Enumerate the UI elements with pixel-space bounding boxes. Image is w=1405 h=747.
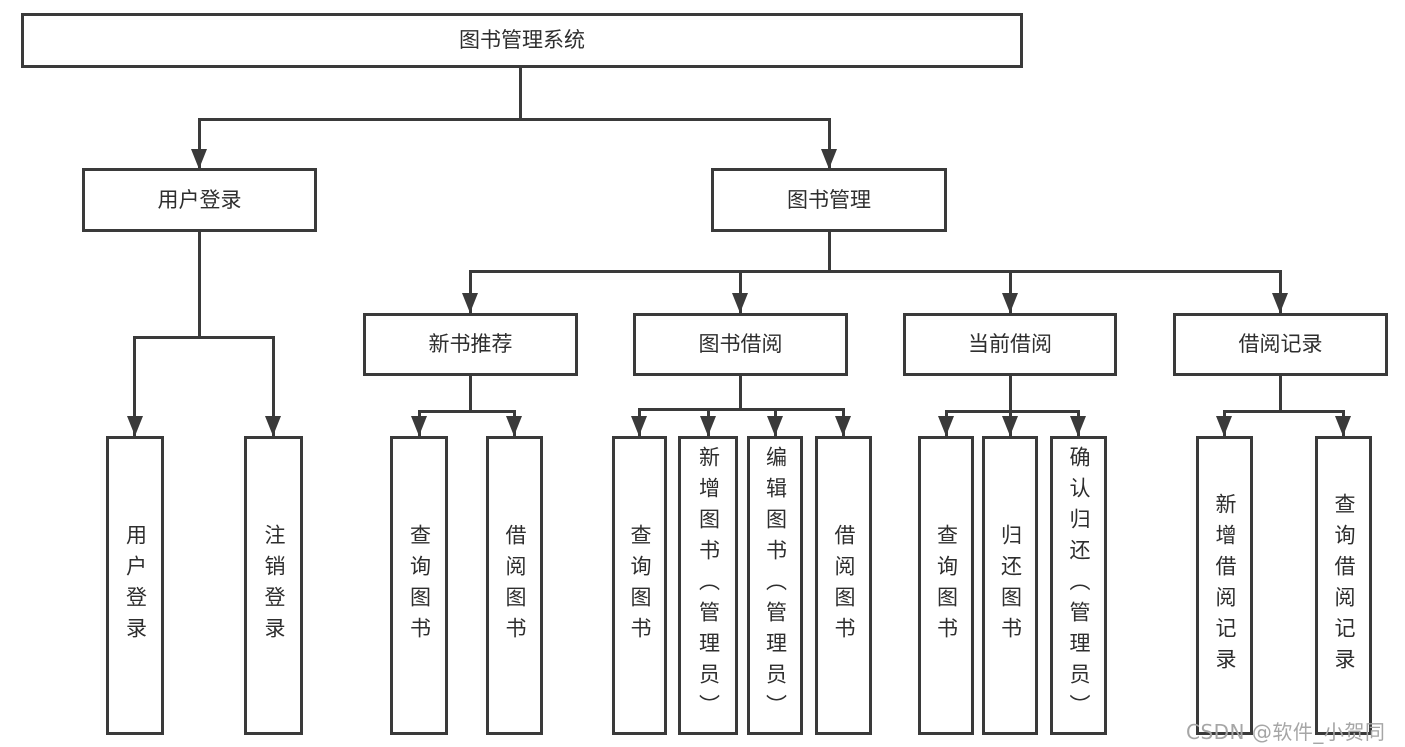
connector-root-stem: [519, 68, 522, 119]
arrowhead-book-borrow: [732, 293, 748, 313]
node-user-login: 用户登录: [82, 168, 317, 232]
connector-borrow-records-split: [1223, 410, 1345, 413]
leaf-return-books-label: 归还图书: [998, 523, 1023, 648]
leaf-query-books-1: 查询图书: [390, 436, 448, 735]
node-current-borrow: 当前借阅: [903, 313, 1117, 376]
leaf-edit-book-admin-label: 编辑图书（管理员）: [763, 446, 788, 725]
leaf-query-borrow-record: 查询借阅记录: [1315, 436, 1372, 735]
node-book-borrow-label: 图书借阅: [698, 332, 783, 356]
leaf-logout-label: 注销登录: [262, 523, 286, 648]
connector-borrow-records-stem: [1279, 376, 1282, 410]
leaf-edit-book-admin: 编辑图书（管理员）: [747, 436, 803, 735]
node-book-borrow: 图书借阅: [633, 313, 848, 376]
arrowhead-add-book: [700, 416, 716, 436]
leaf-query-borrow-record-label: 查询借阅记录: [1332, 492, 1356, 679]
node-user-login-label: 用户登录: [157, 187, 242, 212]
leaf-user-login-label: 用户登录: [123, 523, 148, 648]
leaf-borrow-books-1: 借阅图书: [486, 436, 543, 735]
arrowhead-borrow-books-1: [506, 416, 522, 436]
arrowhead-query-record: [1335, 416, 1351, 436]
connector-current-borrow-stem: [1009, 376, 1012, 410]
node-root-label: 图书管理系统: [459, 28, 585, 52]
leaf-borrow-books-2-label: 借阅图书: [832, 523, 856, 648]
connector-user-login-stem: [198, 232, 201, 336]
node-book-management: 图书管理: [711, 168, 947, 232]
connector-drop-new-book-recommend: [469, 270, 472, 313]
arrowhead-user-login: [191, 149, 207, 169]
arrowhead-new-book-recommend: [462, 293, 478, 313]
leaf-confirm-return-admin-label: 确认归还（管理员）: [1067, 446, 1091, 725]
arrowhead-return-books: [1002, 416, 1018, 436]
connector-drop-book-borrow: [739, 270, 742, 313]
arrowhead-confirm-return: [1070, 416, 1086, 436]
arrowhead-leaf-logout: [265, 416, 281, 436]
connector-root-split: [198, 118, 830, 121]
node-book-management-label: 图书管理: [787, 187, 871, 212]
connector-book-borrow-split: [638, 408, 845, 411]
connector-drop-current-borrow: [1009, 270, 1012, 313]
leaf-query-books-3: 查询图书: [918, 436, 974, 735]
arrowhead-query-books-1: [411, 416, 427, 436]
arrowhead-current-borrow: [1002, 293, 1018, 313]
connector-drop-leaf-user-login: [133, 336, 136, 436]
connector-drop-borrow-records: [1279, 270, 1282, 313]
connector-drop-book-management: [828, 118, 831, 169]
arrowhead-book-management: [821, 149, 837, 169]
node-new-book-recommend: 新书推荐: [363, 313, 578, 376]
connector-book-management-split: [469, 270, 1281, 273]
leaf-add-book-admin: 新增图书（管理员）: [678, 436, 738, 735]
arrowhead-borrow-records: [1272, 293, 1288, 313]
connector-book-management-stem: [828, 232, 831, 272]
leaf-user-login: 用户登录: [106, 436, 164, 735]
connector-new-book-recommend-stem: [469, 376, 472, 410]
leaf-add-borrow-record: 新增借阅记录: [1196, 436, 1253, 735]
node-new-book-recommend-label: 新书推荐: [428, 332, 513, 356]
arrowhead-query-books-3: [938, 416, 954, 436]
node-borrow-records: 借阅记录: [1173, 313, 1388, 376]
arrowhead-add-record: [1216, 416, 1232, 436]
leaf-logout: 注销登录: [244, 436, 303, 735]
leaf-query-books-2-label: 查询图书: [628, 523, 652, 648]
node-borrow-records-label: 借阅记录: [1238, 332, 1323, 356]
node-current-borrow-label: 当前借阅: [968, 332, 1052, 356]
leaf-borrow-books-2: 借阅图书: [815, 436, 872, 735]
connector-new-book-recommend-split: [418, 410, 516, 413]
leaf-add-book-admin-label: 新增图书（管理员）: [696, 446, 721, 725]
node-root: 图书管理系统: [21, 13, 1023, 68]
arrowhead-leaf-user-login: [127, 416, 143, 436]
connector-book-borrow-stem: [739, 376, 742, 408]
csdn-watermark: CSDN @软件_小贺同学: [1186, 720, 1386, 744]
leaf-query-books-2: 查询图书: [612, 436, 667, 735]
arrowhead-edit-book: [767, 416, 783, 436]
leaf-query-books-1-label: 查询图书: [407, 523, 432, 648]
leaf-return-books: 归还图书: [982, 436, 1038, 735]
leaf-query-books-3-label: 查询图书: [934, 523, 959, 648]
leaf-borrow-books-1-label: 借阅图书: [503, 523, 527, 648]
connector-user-login-split: [133, 336, 274, 339]
arrowhead-borrow-books-2: [835, 416, 851, 436]
connector-current-borrow-split: [945, 410, 1079, 413]
leaf-add-borrow-record-label: 新增借阅记录: [1213, 492, 1237, 679]
leaf-confirm-return-admin: 确认归还（管理员）: [1050, 436, 1107, 735]
connector-drop-leaf-logout: [272, 336, 275, 436]
connector-drop-user-login: [198, 118, 201, 169]
arrowhead-query-books-2: [631, 416, 647, 436]
